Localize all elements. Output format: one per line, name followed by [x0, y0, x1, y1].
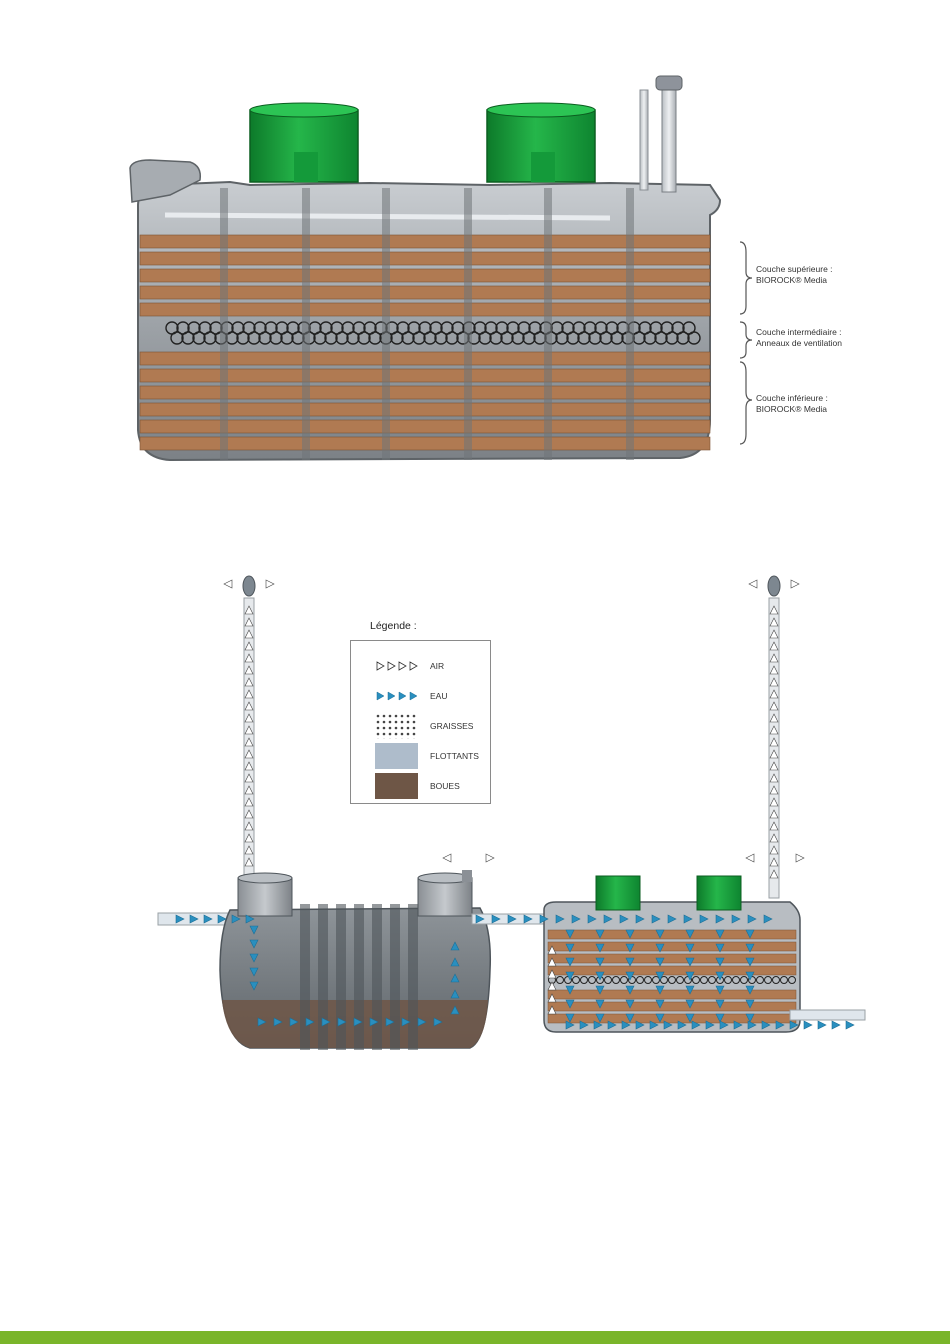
septic-rib	[372, 904, 382, 1050]
air-arrows-icon	[375, 653, 418, 679]
legend-item-sludge: BOUES	[351, 771, 492, 801]
outlet-pipe	[790, 1010, 865, 1020]
tank-rib	[220, 188, 228, 460]
legend-sludge-label: BOUES	[430, 781, 460, 791]
riser-right	[487, 103, 595, 182]
footer-brand-bar	[0, 1331, 950, 1344]
lower-layer-label: Couche inférieure : BIOROCK® Media	[756, 393, 828, 415]
legend-floating-label: FLOTTANTS	[430, 751, 479, 761]
septic-rib	[408, 904, 418, 1050]
riser-left	[250, 103, 358, 182]
media-slat	[548, 1014, 796, 1023]
lower-layer-media: BIOROCK® Media	[756, 404, 828, 415]
floating-block-icon	[375, 743, 418, 769]
middle-layer-label: Couche intermédiaire : Anneaux de ventil…	[756, 327, 842, 349]
media-slat	[548, 1002, 796, 1011]
media-slat	[548, 990, 796, 999]
tank-rib	[626, 188, 634, 460]
legend-air-label: AIR	[430, 661, 444, 671]
media-slat	[548, 942, 796, 951]
middle-layer-media: Anneaux de ventilation	[756, 338, 842, 349]
air-arrow	[796, 854, 804, 862]
upper-brace	[740, 242, 752, 314]
air-arrow	[224, 580, 232, 588]
water-arrow	[818, 1021, 826, 1029]
tank-rib	[302, 188, 310, 460]
lower-layer-title: Couche inférieure :	[756, 393, 828, 404]
sludge-block-icon	[375, 773, 418, 799]
legend-item-water: EAU	[351, 681, 492, 711]
upper-layer-media: BIOROCK® Media	[756, 275, 833, 286]
legend-title: Légende :	[370, 620, 417, 632]
septic-rib	[354, 904, 364, 1050]
air-arrow	[746, 854, 754, 862]
grease-dots-icon	[375, 713, 418, 739]
tank-rib	[382, 188, 390, 460]
middle-layer-title: Couche intermédiaire :	[756, 327, 842, 338]
septic-rib	[336, 904, 346, 1050]
septic-rib	[300, 904, 310, 1050]
middle-brace	[740, 322, 752, 358]
system-flow-diagram	[150, 570, 870, 1060]
media-slat	[548, 954, 796, 963]
legend-grease-label: GRAISSES	[430, 721, 473, 731]
air-arrow	[266, 580, 274, 588]
legend-item-air: AIR	[351, 651, 492, 681]
upper-layer-title: Couche supérieure :	[756, 264, 833, 275]
upper-layer-label: Couche supérieure : BIOROCK® Media	[756, 264, 833, 286]
tank-rib	[544, 188, 552, 460]
small-filter-media	[548, 930, 796, 1023]
water-arrow	[846, 1021, 854, 1029]
legend-item-floating: FLOTTANTS	[351, 741, 492, 771]
ventilation-pipe	[640, 76, 682, 192]
legend-item-grease: GRAISSES	[351, 711, 492, 741]
lower-brace	[740, 362, 752, 444]
septic-rib	[318, 904, 328, 1050]
legend-water-label: EAU	[430, 691, 447, 701]
air-arrow	[443, 854, 451, 862]
air-arrow	[791, 580, 799, 588]
legend-box: AIR EAU GRAISSES FLOTTANTS BOUES	[350, 640, 491, 804]
media-slat	[548, 930, 796, 939]
water-arrows-icon	[375, 683, 418, 709]
tank-rib	[464, 188, 472, 460]
media-slat	[548, 966, 796, 975]
septic-rib	[390, 904, 400, 1050]
water-arrow	[832, 1021, 840, 1029]
water-arrow	[804, 1021, 812, 1029]
air-arrow	[749, 580, 757, 588]
biorock-filter-diagram	[110, 70, 850, 470]
air-arrow	[486, 854, 494, 862]
